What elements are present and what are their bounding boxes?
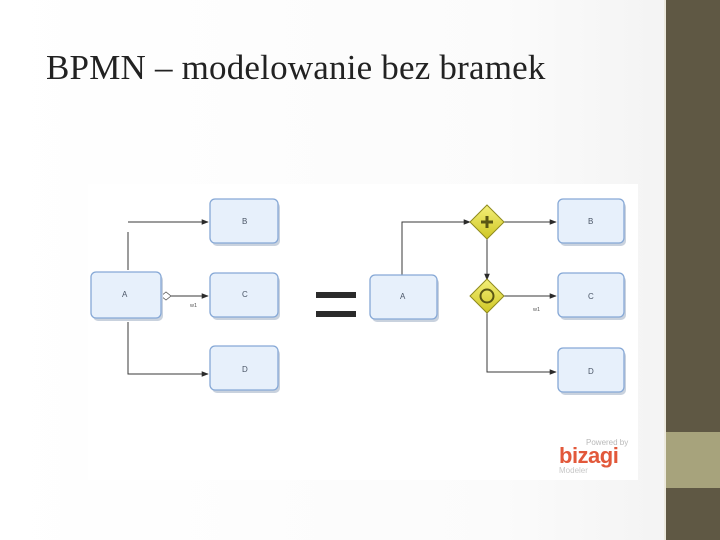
conditional-flow-icon [160,291,172,301]
right-flow-a-to-parallel [401,219,471,275]
left-task-a: A [90,271,163,321]
equals-sign [316,292,356,317]
left-task-a-label: A [122,290,128,299]
left-condition-label: w1 [189,303,197,309]
left-task-d: D [209,345,280,393]
brand-name: bizagi [559,443,618,468]
brand-powered-by: Powered by [586,438,628,447]
right-task-b: B [557,198,626,246]
inclusive-gateway [469,278,505,314]
decorative-sidebar-accent [666,432,720,488]
slide-title: BPMN – modelowanie bez bramek [46,48,546,87]
right-task-a: A [369,274,439,322]
right-task-c-label: C [588,292,594,301]
left-task-b-label: B [242,217,247,226]
left-task-b: B [209,198,280,246]
bizagi-logo: Powered by bizagi Modeler [559,438,628,475]
sidebar-divider [664,0,666,540]
left-diagram: w1 A B C D [90,198,280,393]
diagram-image-background [88,184,638,480]
left-flow-to-d [127,322,209,377]
brand-product: Modeler [559,466,588,475]
left-task-c: C [209,272,280,320]
right-condition-label: w1 [532,307,540,313]
parallel-gateway [469,204,505,240]
right-task-d: D [557,347,626,395]
right-task-d-label: D [588,367,594,376]
right-diagram: w1 A B C [369,198,626,395]
right-task-a-label: A [400,292,406,301]
left-task-c-label: C [242,290,248,299]
right-task-c: C [557,272,626,320]
right-flow-to-d [486,313,557,375]
right-task-b-label: B [588,217,593,226]
left-task-d-label: D [242,365,248,374]
